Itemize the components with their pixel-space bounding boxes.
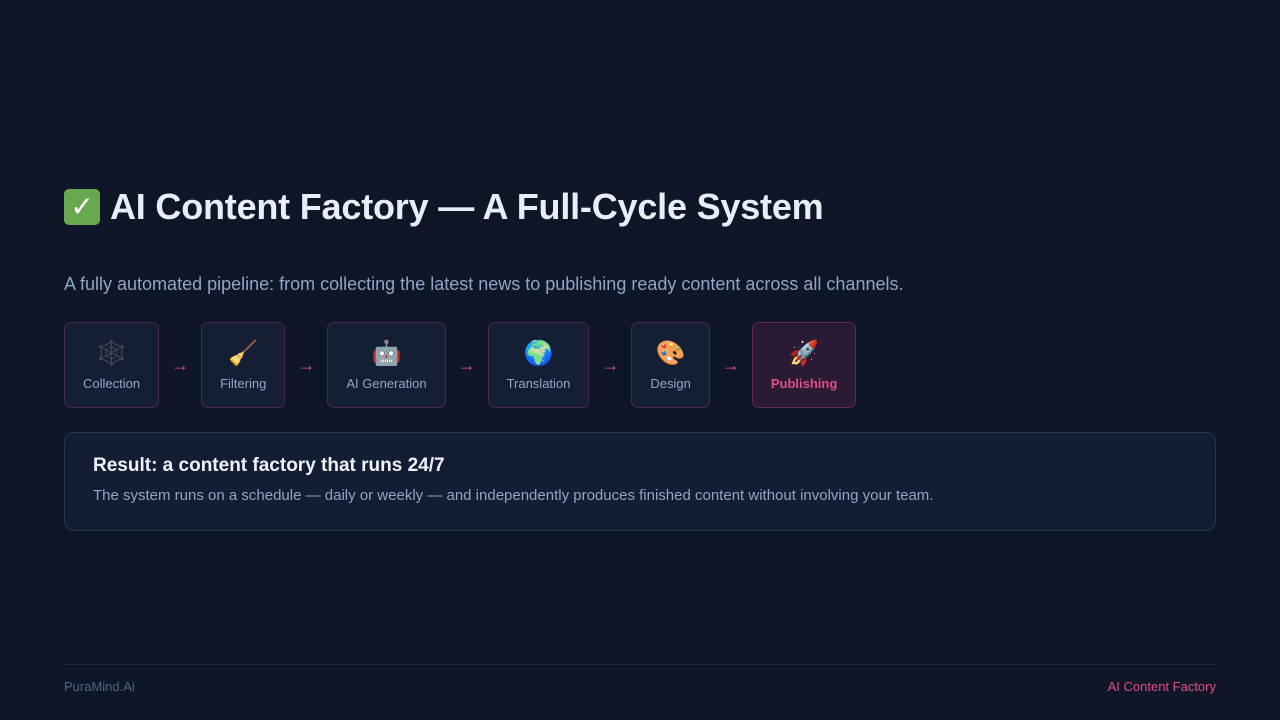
step-label: Translation (506, 375, 571, 391)
page-subtitle: A fully automated pipeline: from collect… (64, 274, 904, 294)
globe-icon: 🌍 (523, 339, 554, 367)
footer-title: AI Content Factory (1107, 679, 1216, 694)
result-text: The system runs on a schedule — daily or… (93, 487, 934, 504)
step-label: AI Generation (346, 375, 427, 391)
arrow-right-icon: → (297, 354, 316, 375)
page-title: ✓ AI Content Factory — A Full-Cycle Syst… (64, 186, 824, 228)
check-mark-icon: ✓ (64, 189, 100, 225)
result-card: Result: a content factory that runs 24/7… (64, 432, 1216, 531)
spider-web-icon: 🕸️ (96, 339, 127, 367)
arrow-right-icon: → (457, 354, 476, 375)
pipeline-step-ai-generation: 🤖 AI Generation (327, 322, 446, 408)
robot-icon: 🤖 (371, 339, 402, 367)
pipeline-step-translation: 🌍 Translation (487, 322, 590, 408)
arrow-right-icon: → (171, 354, 190, 375)
step-label: Collection (83, 375, 141, 391)
rocket-icon: 🚀 (789, 339, 820, 367)
pipeline-step-collection: 🕸️ Collection (64, 322, 160, 408)
footer-divider (64, 664, 1216, 665)
palette-icon: 🎨 (655, 339, 686, 367)
step-label: Filtering (220, 375, 267, 391)
page-title-text: AI Content Factory — A Full-Cycle System (110, 186, 824, 227)
pipeline: 🕸️ Collection → 🧹 Filtering → 🤖 AI Gener… (64, 322, 857, 408)
step-label: Publishing (770, 375, 838, 391)
arrow-right-icon: → (721, 354, 740, 375)
result-heading: Result: a content factory that runs 24/7 (93, 455, 445, 476)
arrow-right-icon: → (601, 354, 620, 375)
step-label: Design (650, 375, 691, 391)
pipeline-step-publishing: 🚀 Publishing (751, 322, 857, 408)
footer-brand: PuraMind.Ai (64, 679, 135, 694)
broom-icon: 🧹 (228, 339, 259, 367)
pipeline-step-design: 🎨 Design (631, 322, 710, 408)
pipeline-step-filtering: 🧹 Filtering (201, 322, 286, 408)
